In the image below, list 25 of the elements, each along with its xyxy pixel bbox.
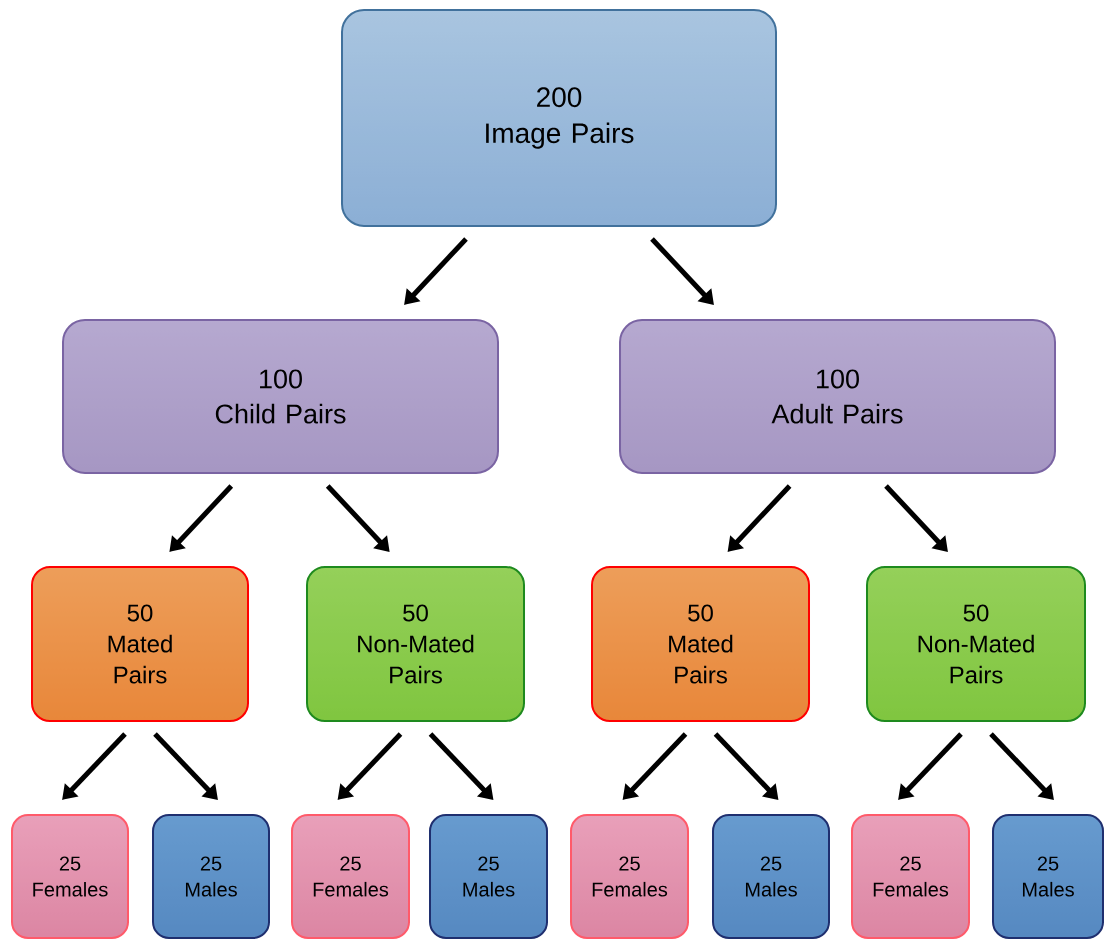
mated-box: 50 Mated Pairs xyxy=(31,566,249,722)
mated-box: 50 Mated Pairs xyxy=(591,566,810,722)
female-box: 25 Females xyxy=(291,814,410,939)
male-box: 25 Males xyxy=(992,814,1104,939)
arrow xyxy=(898,732,963,800)
arrow xyxy=(169,484,234,552)
male-box: 25 Males xyxy=(429,814,548,939)
arrow xyxy=(650,237,714,305)
non-mated-box: 50 Non-Mated Pairs xyxy=(306,566,525,722)
category-box: 100 Child Pairs xyxy=(62,319,499,474)
arrow xyxy=(325,484,390,552)
root-box: 200 Image Pairs xyxy=(341,9,777,227)
arrow xyxy=(884,484,948,552)
arrow xyxy=(727,484,792,552)
male-box: 25 Males xyxy=(152,814,270,939)
arrow xyxy=(989,732,1054,800)
non-mated-box: 50 Non-Mated Pairs xyxy=(866,566,1086,722)
category-box: 100 Adult Pairs xyxy=(619,319,1056,474)
female-box: 25 Females xyxy=(851,814,970,939)
female-box: 25 Females xyxy=(11,814,129,939)
male-box: 25 Males xyxy=(712,814,830,939)
arrow xyxy=(153,732,218,800)
female-box: 25 Females xyxy=(570,814,689,939)
arrow xyxy=(62,732,127,800)
arrow xyxy=(404,237,468,305)
